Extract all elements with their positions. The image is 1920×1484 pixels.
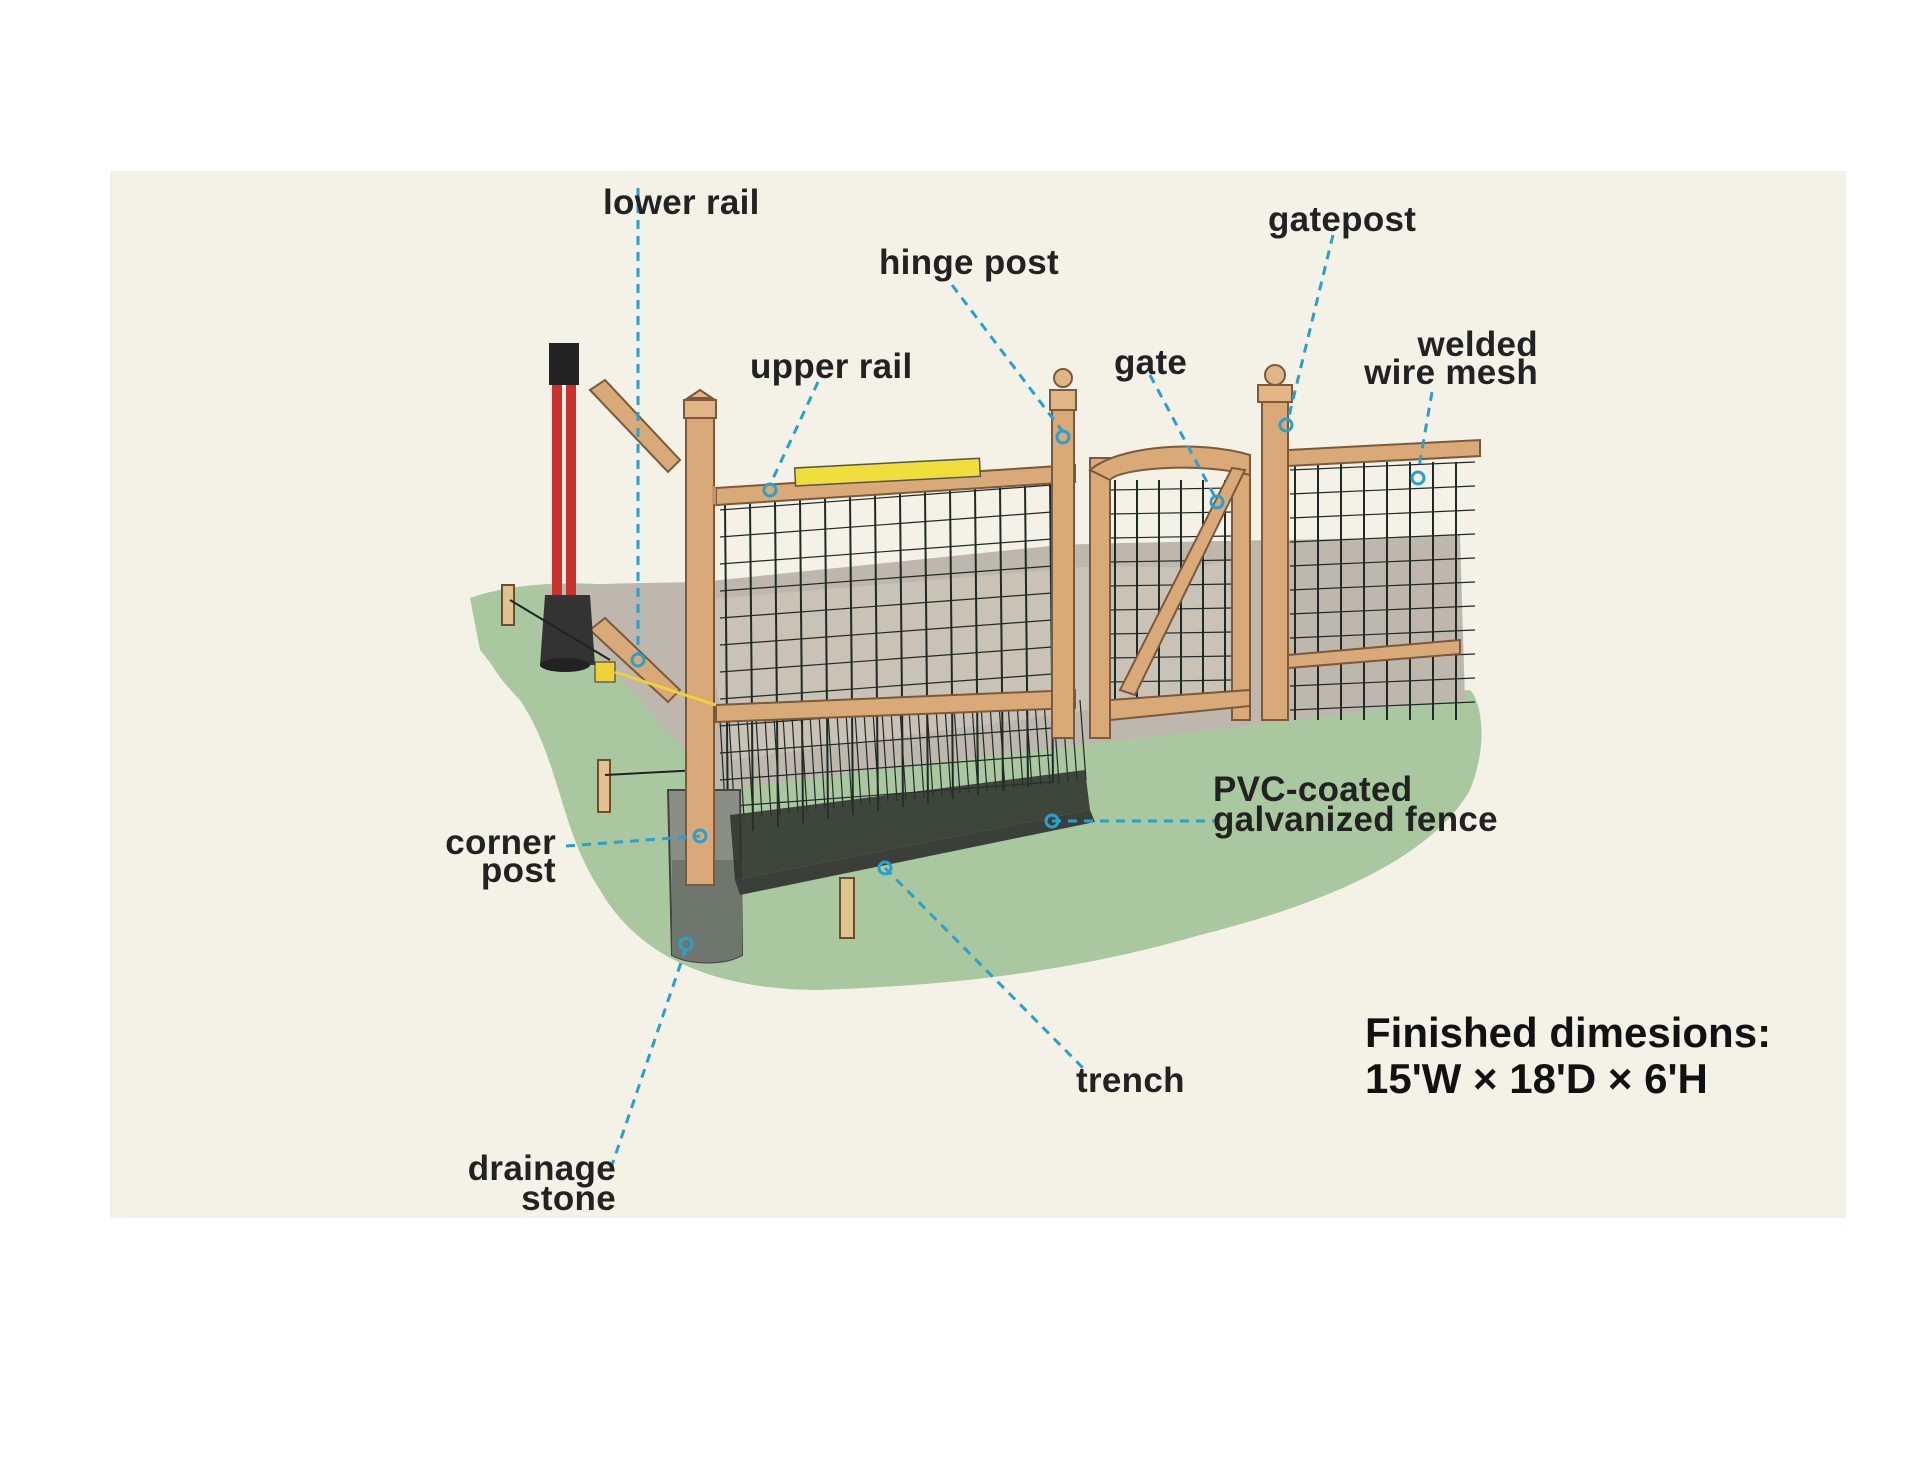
dimensions-value: 15'W × 18'D × 6'H (1365, 1055, 1708, 1102)
label-hinge-post: hinge post (879, 243, 1059, 282)
callout-trench (877, 860, 1087, 1072)
gate-frame (1088, 445, 1251, 739)
callout-drainage-stone (610, 936, 694, 1166)
right-lower-rail (1287, 638, 1461, 670)
callout-lower-rail (630, 188, 646, 668)
label-corner-post-1: corner (445, 823, 556, 862)
corner-post (685, 414, 715, 886)
stake (597, 759, 611, 813)
tape-measure (594, 661, 616, 683)
label-welded-wire-mesh-1: welded (1417, 325, 1538, 364)
label-lower-rail: lower rail (603, 183, 760, 222)
dimensions-heading: Finished dimesions: (1365, 1009, 1772, 1056)
label-pvc-coated: PVC-coated (1213, 770, 1413, 809)
stake (839, 877, 855, 939)
label-trench: trench (1076, 1061, 1185, 1100)
hinge-post (1051, 407, 1075, 739)
label-gatepost: gatepost (1268, 200, 1417, 239)
callout-pvc-fence (1044, 813, 1218, 829)
stake (501, 584, 515, 626)
callout-welded-wire-mesh (1410, 391, 1434, 486)
label-gate: gate (1114, 343, 1188, 382)
callout-gatepost (1278, 234, 1335, 433)
label-welded-wire-mesh-2: wire mesh (1364, 353, 1538, 392)
label-corner-post-2: post (480, 851, 556, 890)
label-drainage-stone-1: drainage (467, 1149, 616, 1188)
gatepost (1261, 399, 1289, 721)
trench-box (730, 770, 1090, 880)
rail-back-upper (588, 378, 682, 474)
label-galvanized-fence: galvanized fence (1213, 800, 1498, 839)
rail-back-lower (588, 616, 682, 704)
label-upper-rail: upper rail (750, 347, 913, 386)
post-hole-digger (540, 343, 595, 672)
callout-gate (1148, 374, 1225, 510)
callout-corner-post (565, 828, 708, 848)
finished-dimensions: Finished dimesions: 15'W × 18'D × 6'H (1365, 1010, 1771, 1102)
callout-hinge-post (950, 284, 1071, 445)
callout-upper-rail (762, 381, 820, 498)
label-drainage-stone-2: stone (521, 1179, 616, 1218)
level-tool (793, 457, 982, 487)
right-upper-rail (1287, 438, 1481, 468)
